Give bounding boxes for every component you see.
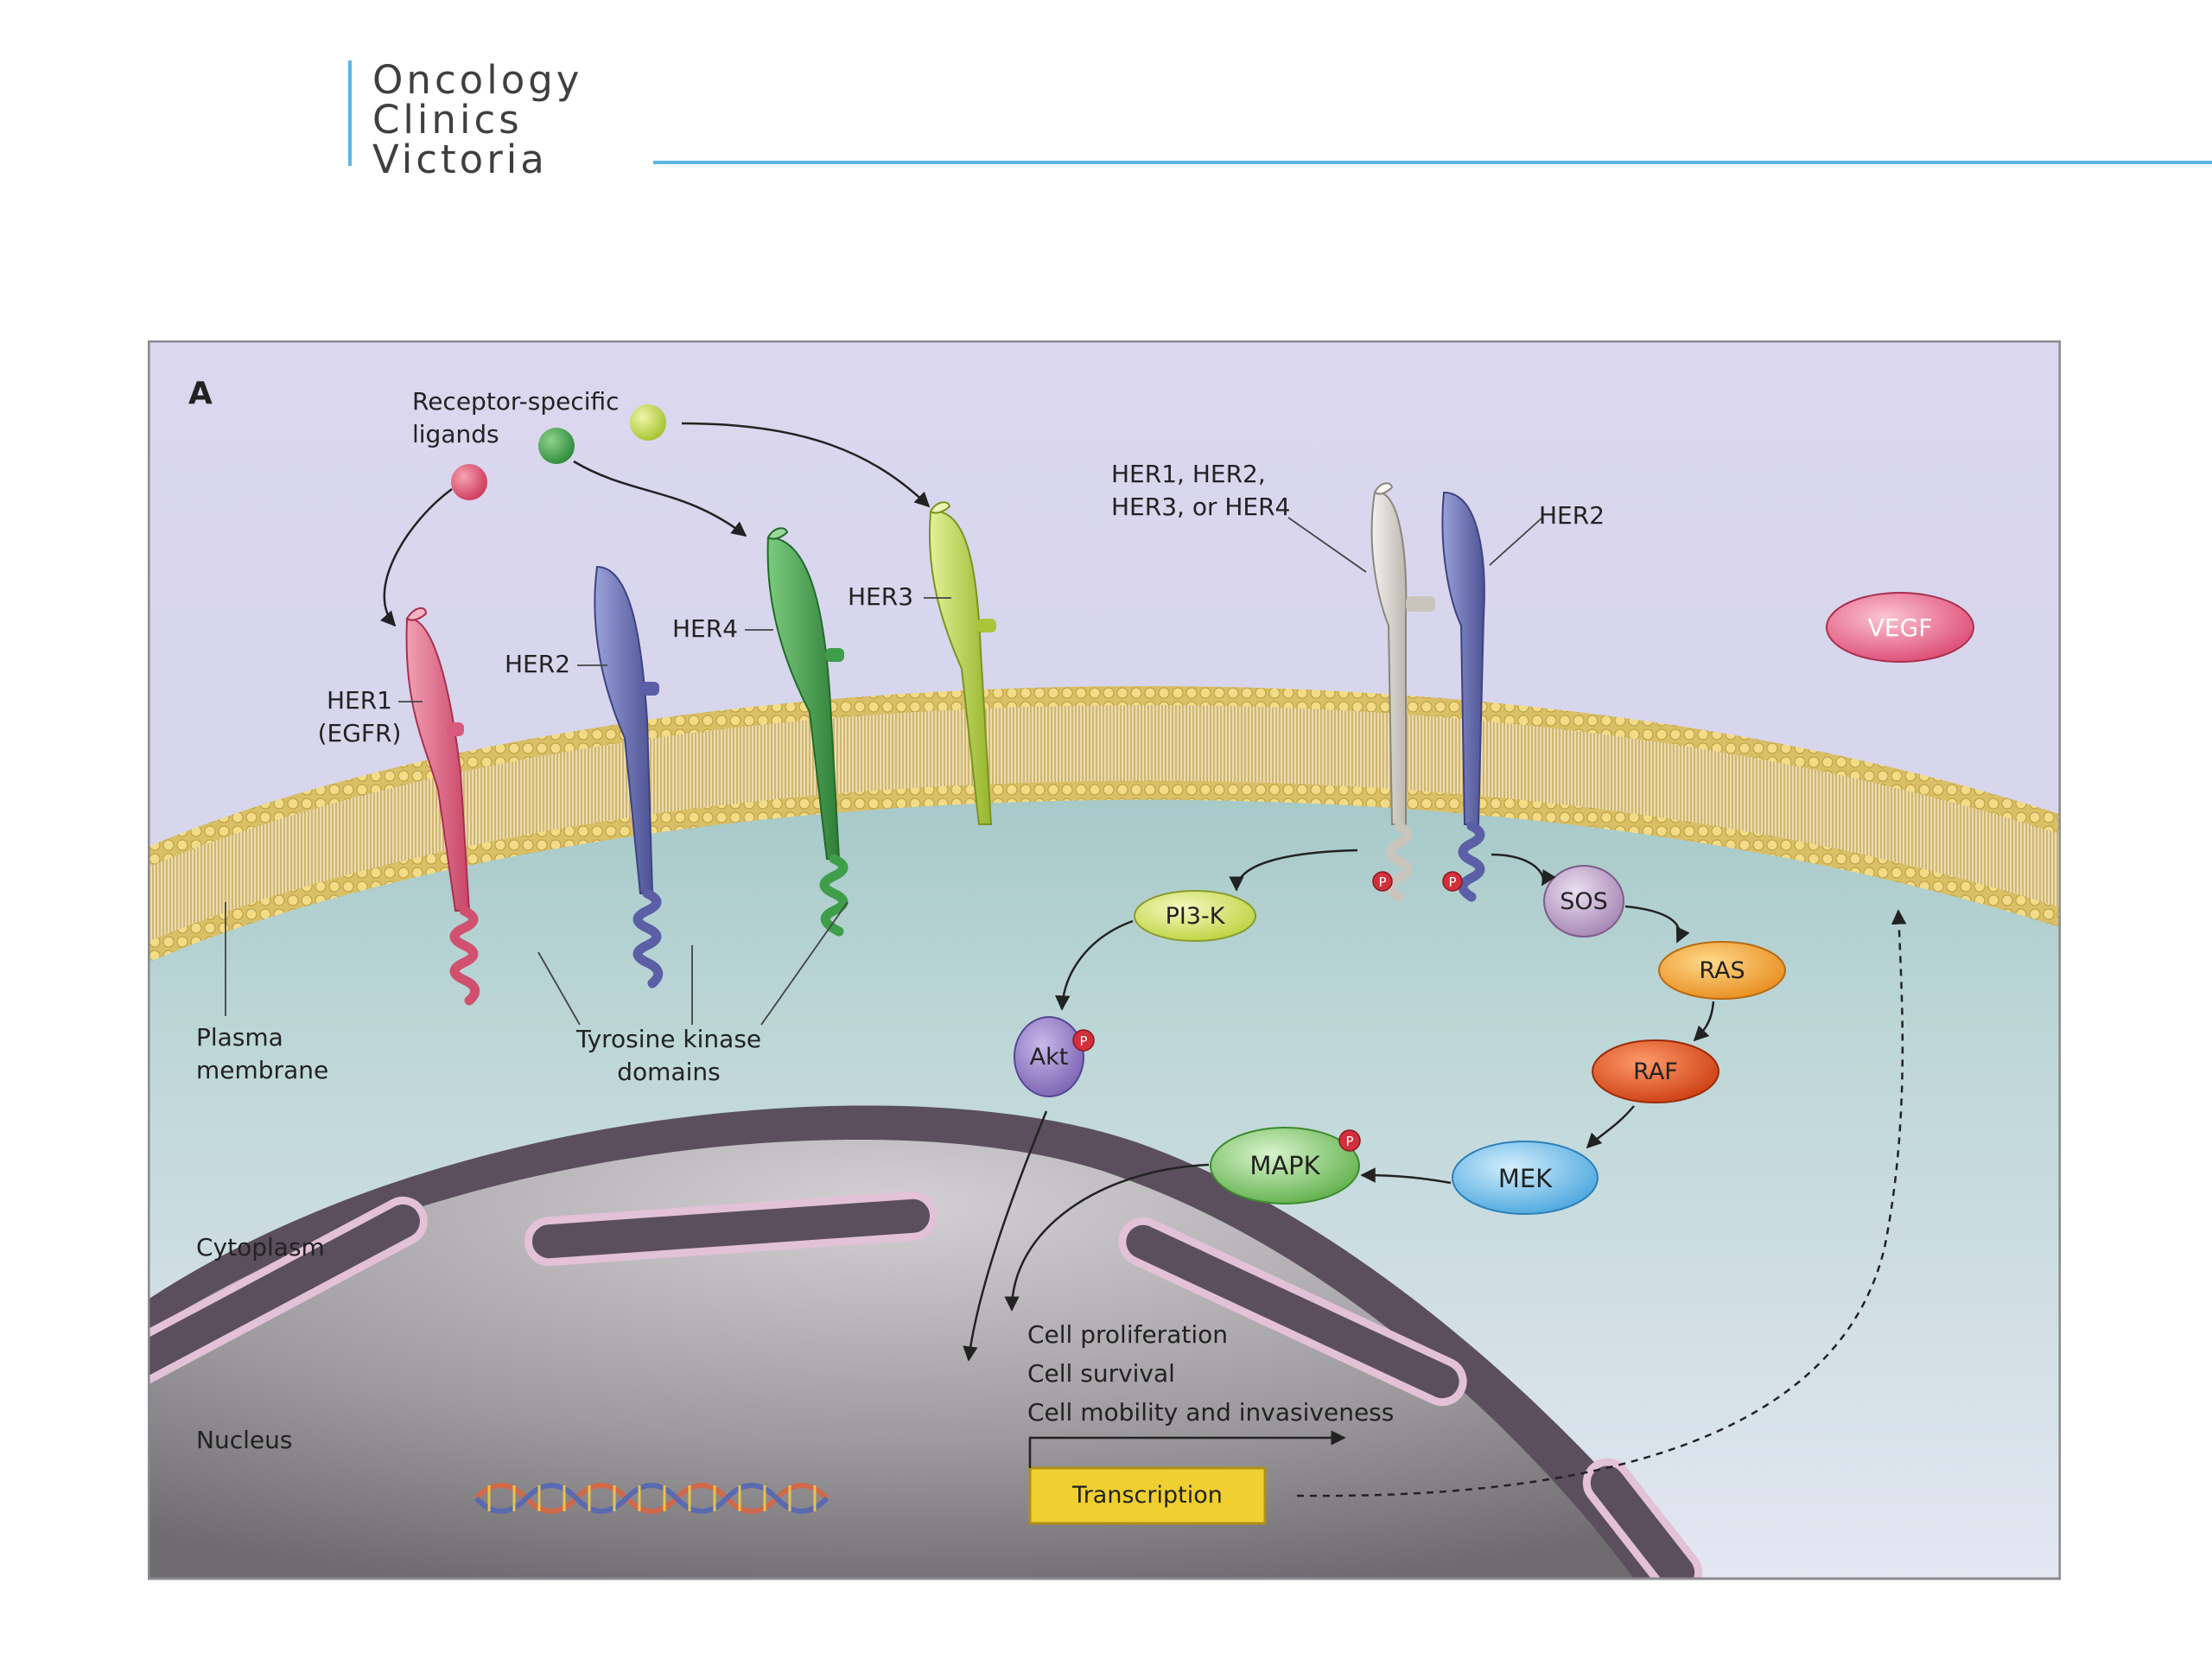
ligands-label-line1: Receptor-specific [412,387,620,416]
outcome-mobility: Cell mobility and invasiveness [1027,1398,1394,1427]
her-signaling-diagram: Transcription [148,340,2061,1580]
header-divider [653,161,2212,164]
mapk-label: MAPK [1249,1151,1320,1180]
vegf-label: VEGF [1868,613,1933,642]
phospho-label: P [1378,874,1386,890]
dna-helix [474,1483,830,1514]
cytoplasm-label: Cytoplasm [196,1233,325,1262]
plasma-membrane [148,686,2061,962]
her1-label-line2: (EGFR) [318,719,402,747]
logo-line-oncology: Oncology [372,57,583,103]
her2-label: HER2 [505,650,570,678]
phospho-label: P [1448,874,1456,890]
leader-lines [225,517,1543,1026]
pathway-arrows [963,849,1715,1362]
ras-node: RAS [1658,941,1786,1000]
her4-receptor [766,527,849,937]
her1-label-line1: HER1 [327,686,392,715]
pi3k-label: PI3-K [1166,903,1226,930]
ligand-arrow-her3 [681,422,931,508]
vegf-node: VEGF [1826,592,1974,663]
dimer-label-line2: HER3, or HER4 [1111,493,1290,521]
dimer-label-line1: HER1, HER2, [1111,460,1266,488]
sos-node: SOS [1543,865,1624,938]
tyrosine-kinase-label-line1: Tyrosine kinase [575,1025,761,1053]
phospho-mark [1338,1129,1361,1152]
phospho-label: P [1079,1033,1087,1049]
raf-label: RAF [1633,1058,1678,1085]
logo-line-clinics: Clinics [372,97,523,143]
transcription-label: Transcription [1071,1482,1223,1509]
ligands-label-line2: ligands [412,420,499,448]
her2-receptor [594,565,664,988]
akt-label: Akt [1030,1044,1069,1071]
her1-receptor [405,607,480,1006]
logo-line-victoria: Victoria [372,137,548,182]
ligand-her4 [538,428,575,464]
mapk-node: MAPK P [1210,1127,1361,1205]
plasma-membrane-label-line1: Plasma [196,1023,283,1052]
her3-label: HER3 [848,582,913,611]
her3-receptor [928,501,996,825]
ligand-her3 [630,404,666,441]
transcription-outcome-arrow [1028,1430,1346,1468]
nucleus-label: Nucleus [196,1426,292,1454]
ligand-her1 [451,464,487,500]
phospho-label: P [1345,1134,1353,1149]
ligand-arrow-her4 [573,460,747,537]
ras-label: RAS [1699,957,1745,984]
transcription-box [1028,1466,1267,1525]
akt-node: Akt P [1014,1016,1095,1097]
phospho-mark [1072,1029,1095,1052]
clinic-logo: Oncology Clinics Victoria [348,57,583,180]
phospho-mark [1442,871,1463,892]
vegf-secretion-arrow [1296,909,1907,1497]
diagram-labels: A Receptor-specific ligands HER1 (EGFR) … [188,376,1605,1454]
ligand-arrow-her1 [379,487,453,627]
tyrosine-kinase-label-line2: domains [617,1058,720,1086]
panel-label: A [188,376,213,411]
raf-node: RAF [1592,1039,1719,1103]
mek-label: MEK [1498,1164,1553,1193]
phospho-mark [1372,871,1393,892]
mek-node: MEK [1452,1141,1599,1215]
plasma-membrane-label-line2: membrane [196,1056,328,1084]
sos-label: SOS [1560,888,1608,915]
dimer-her2-label: HER2 [1539,501,1605,530]
her4-label: HER4 [672,614,738,643]
outcome-survival: Cell survival [1027,1359,1175,1388]
figure-frame [148,340,2061,1580]
pi3k-node: PI3-K [1134,890,1256,942]
outcome-proliferation: Cell proliferation [1027,1320,1228,1349]
receptor-dimer [1370,482,1485,902]
